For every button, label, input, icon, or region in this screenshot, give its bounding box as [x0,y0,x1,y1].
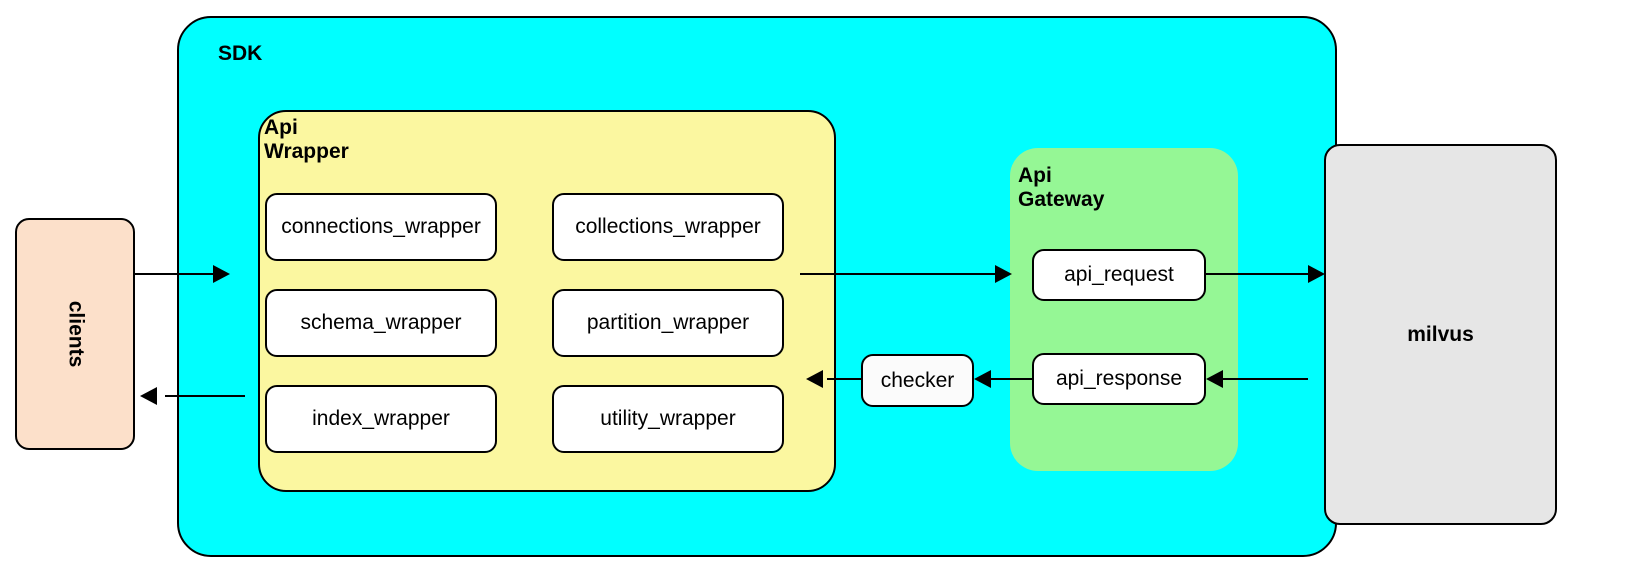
node-milvus[interactable]: milvus [1324,144,1557,525]
node-checker[interactable]: checker [861,354,974,407]
edge-milvus-to-api-response [1208,378,1308,380]
arrowhead-api-request-to-milvus [1308,265,1325,283]
edge-api-request-to-milvus [1206,273,1316,275]
node-connections-wrapper[interactable]: connections_wrapper [265,193,497,261]
node-schema-wrapper[interactable]: schema_wrapper [265,289,497,357]
arrowhead-api-response-to-checker [974,370,991,388]
node-clients-label: clients [64,300,87,368]
api-wrapper-container-label: Api Wrapper [264,116,349,163]
edge-api-response-to-checker [976,378,1034,380]
node-api-request[interactable]: api_request [1032,249,1206,301]
edge-clients-to-sdk [135,273,215,275]
node-collections-wrapper[interactable]: collections_wrapper [552,193,784,261]
arrowhead-sdk-to-clients [140,387,157,405]
edge-checker-to-api-wrapper [827,378,863,380]
node-index-wrapper[interactable]: index_wrapper [265,385,497,453]
arrowhead-checker-to-api-wrapper [806,370,823,388]
node-api-response[interactable]: api_response [1032,353,1206,405]
arrowhead-clients-to-sdk [213,265,230,283]
node-clients[interactable]: clients [15,218,135,450]
sdk-container-label: SDK [218,42,263,65]
node-utility-wrapper[interactable]: utility_wrapper [552,385,784,453]
edge-sdk-to-clients [165,395,245,397]
node-partition-wrapper[interactable]: partition_wrapper [552,289,784,357]
arrowhead-api-wrapper-to-api-gateway [995,265,1012,283]
api-gateway-container-label: Api Gateway [1018,164,1105,211]
arrowhead-milvus-to-api-response [1206,370,1223,388]
edge-api-wrapper-to-api-gateway [800,273,1000,275]
api-gateway-container [1010,148,1238,471]
